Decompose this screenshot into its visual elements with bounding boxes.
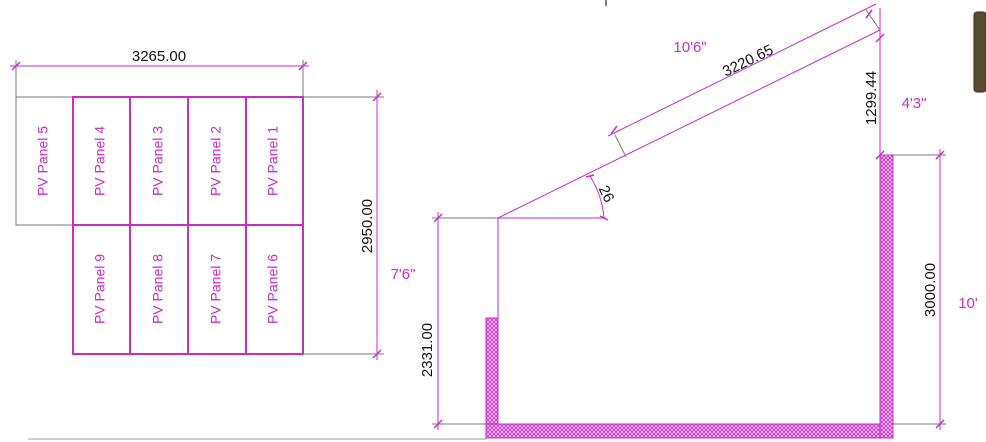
- left-wall: [485, 317, 499, 439]
- floor-slab: [485, 423, 894, 439]
- panel-label: PV Panel 4: [92, 126, 108, 196]
- panel-label: PV Panel 9: [92, 254, 108, 324]
- side-toolbar-fragment[interactable]: [973, 11, 986, 93]
- height-dimension-label: 2950.00: [359, 199, 376, 253]
- roof-line: [497, 29, 881, 219]
- right-wall-label: 3000.00: [922, 263, 939, 317]
- roof-length-dimension: 3220.65 10'6": [607, 3, 881, 158]
- panel-label: PV Panel 1: [265, 126, 281, 196]
- rise-label: 1299.44: [863, 71, 880, 125]
- pv-panel-6: [245, 224, 304, 355]
- panel-label: PV Panel 2: [208, 126, 224, 196]
- building-section: 26 3220.65 10'6" 1299.44 4'3" 2331.0: [391, 3, 978, 439]
- panel-label: PV Panel 8: [150, 254, 166, 324]
- panel-label: PV Panel 5: [35, 126, 51, 196]
- right-wall: [879, 154, 894, 439]
- angle-label: 26: [595, 183, 618, 205]
- left-wall-imperial: 7'6": [391, 266, 416, 283]
- panel-label: PV Panel 6: [265, 254, 281, 324]
- angle-arc: [589, 175, 605, 219]
- width-dimension-label: 3265.00: [132, 48, 186, 65]
- right-wall-dimension: 3000.00 10': [893, 149, 978, 430]
- width-dimension: 3265.00: [10, 48, 309, 97]
- panel-layout: PV Panel 5 PV Panel 4 PV Panel 3 PV Pane…: [10, 48, 384, 360]
- left-wall-dimension: 2331.00 7'6": [391, 212, 498, 430]
- height-dimension: 2950.00: [303, 90, 384, 360]
- left-wall-label: 2331.00: [419, 323, 436, 377]
- right-wall-imperial: 10': [958, 295, 978, 312]
- panel-label: PV Panel 3: [150, 126, 166, 196]
- panel-label: PV Panel 7: [208, 254, 224, 324]
- rise-imperial: 4'3": [902, 95, 927, 112]
- roof-length-imperial: 10'6": [673, 39, 706, 56]
- roof-length-label: 3220.65: [720, 41, 776, 80]
- rise-dimension: 1299.44 4'3": [863, 8, 926, 160]
